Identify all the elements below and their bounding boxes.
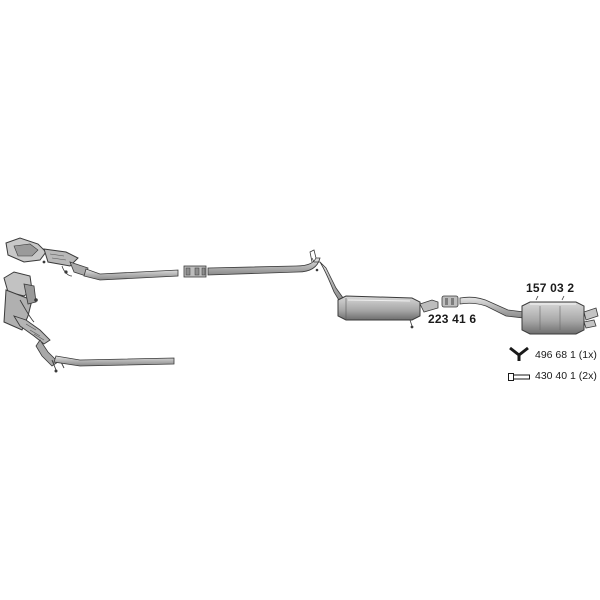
rubber-hanger-icon [509,346,529,361]
rear-silencer [521,295,599,335]
bolt-icon [508,373,530,381]
lower-catalytic-converter [3,271,65,373]
hardware-bolt-label: 430 40 1 (2x) [535,370,597,382]
rear-silencer-part-number: 157 03 2 [526,281,575,295]
middle-clamp [183,265,207,278]
intermediate-pipe [207,257,347,303]
upper-catalytic-converter [5,237,89,277]
clamp-223-41-6 [441,295,459,308]
front-pipe-upper [83,268,179,281]
middle-silencer [337,295,439,329]
clamp-part-number: 223 41 6 [428,312,477,326]
front-pipe-lower [53,355,175,367]
hardware-hanger-label: 496 68 1 (1x) [535,349,597,361]
hanger-bracket [309,249,317,263]
